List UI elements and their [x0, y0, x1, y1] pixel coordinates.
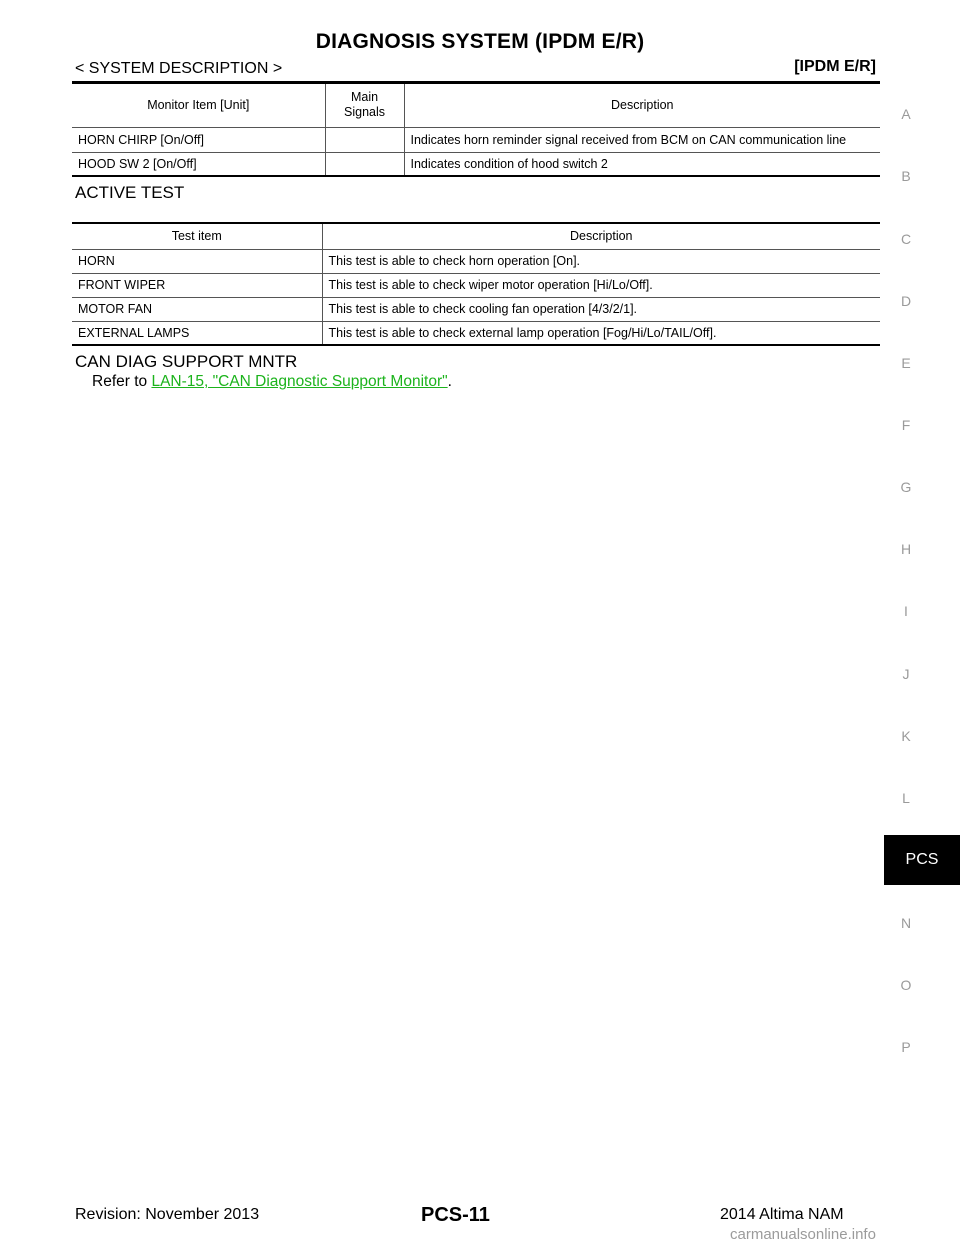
footer-vehicle: 2014 Altima NAM: [720, 1206, 844, 1223]
header-rule: [72, 81, 880, 84]
index-letter-o[interactable]: O: [900, 977, 912, 993]
description: Indicates condition of hood switch 2: [403, 151, 880, 176]
section-label: < SYSTEM DESCRIPTION >: [75, 60, 283, 77]
index-letter-i[interactable]: I: [904, 603, 908, 619]
test-description: This test is able to check cooling fan o…: [321, 296, 880, 321]
col-description: Description: [403, 84, 880, 127]
index-letter-a[interactable]: A: [901, 106, 911, 122]
can-diag-heading: CAN DIAG SUPPORT MNTR: [75, 352, 298, 371]
table-row: FRONT WIPER This test is able to check w…: [72, 272, 880, 297]
test-description: This test is able to check wiper motor o…: [321, 272, 880, 297]
test-item: FRONT WIPER: [72, 272, 322, 297]
col-test-description: Description: [321, 223, 880, 249]
index-letter-b[interactable]: B: [901, 168, 911, 184]
page-title: DIAGNOSIS SYSTEM (IPDM E/R): [315, 30, 645, 53]
table-row: EXTERNAL LAMPS This test is able to chec…: [72, 320, 880, 345]
index-letter-d[interactable]: D: [900, 293, 912, 309]
refer-paragraph: Refer to LAN-15, "CAN Diagnostic Support…: [92, 373, 452, 391]
refer-suffix: .: [447, 373, 452, 390]
table-row: HOOD SW 2 [On/Off] Indicates condition o…: [72, 151, 880, 176]
col-main-signals: Main Signals: [324, 84, 404, 127]
test-item: MOTOR FAN: [72, 296, 322, 321]
side-index: A B C D E F G H I J K L N O P: [884, 0, 928, 1242]
footer-page-number: PCS-11: [421, 1204, 490, 1226]
test-description: This test is able to check external lamp…: [321, 320, 880, 345]
index-letter-h[interactable]: H: [900, 541, 912, 557]
index-letter-c[interactable]: C: [900, 231, 912, 247]
table-row: MOTOR FAN This test is able to check coo…: [72, 296, 880, 321]
index-letter-f[interactable]: F: [901, 417, 911, 433]
test-item: HORN: [72, 248, 322, 273]
footer-revision: Revision: November 2013: [75, 1206, 260, 1223]
index-letter-g[interactable]: G: [900, 479, 912, 495]
index-letter-p[interactable]: P: [901, 1039, 911, 1055]
active-test-heading: ACTIVE TEST: [75, 183, 185, 202]
active-test-table: Test item Description HORN This test is …: [72, 222, 880, 346]
index-letter-k[interactable]: K: [901, 728, 911, 744]
monitor-item: HOOD SW 2 [On/Off]: [72, 151, 325, 176]
table-row: HORN This test is able to check horn ope…: [72, 248, 880, 273]
index-letter-e[interactable]: E: [901, 355, 911, 371]
lan-15-link[interactable]: LAN-15, "CAN Diagnostic Support Monitor": [151, 373, 448, 390]
test-item: EXTERNAL LAMPS: [72, 320, 322, 345]
index-tab-pcs[interactable]: PCS: [884, 835, 960, 885]
main-signal: [324, 126, 404, 152]
index-letter-l[interactable]: L: [902, 790, 910, 806]
model-code: [IPDM E/R]: [794, 58, 876, 75]
index-letter-n[interactable]: N: [900, 915, 912, 931]
test-description: This test is able to check horn operatio…: [321, 248, 880, 273]
main-signal: [324, 151, 404, 176]
index-letter-j[interactable]: J: [902, 666, 910, 682]
col-test-item: Test item: [171, 229, 222, 244]
col-monitor-item: Monitor Item [Unit]: [147, 98, 250, 113]
refer-prefix: Refer to: [92, 373, 152, 390]
monitor-table: Monitor Item [Unit] Main Signals Descrip…: [72, 84, 880, 177]
watermark: carmanualsonline.info: [730, 1226, 876, 1243]
monitor-item: HORN CHIRP [On/Off]: [72, 126, 325, 152]
description: Indicates horn reminder signal received …: [403, 126, 880, 152]
table-row: HORN CHIRP [On/Off] Indicates horn remin…: [72, 126, 880, 152]
